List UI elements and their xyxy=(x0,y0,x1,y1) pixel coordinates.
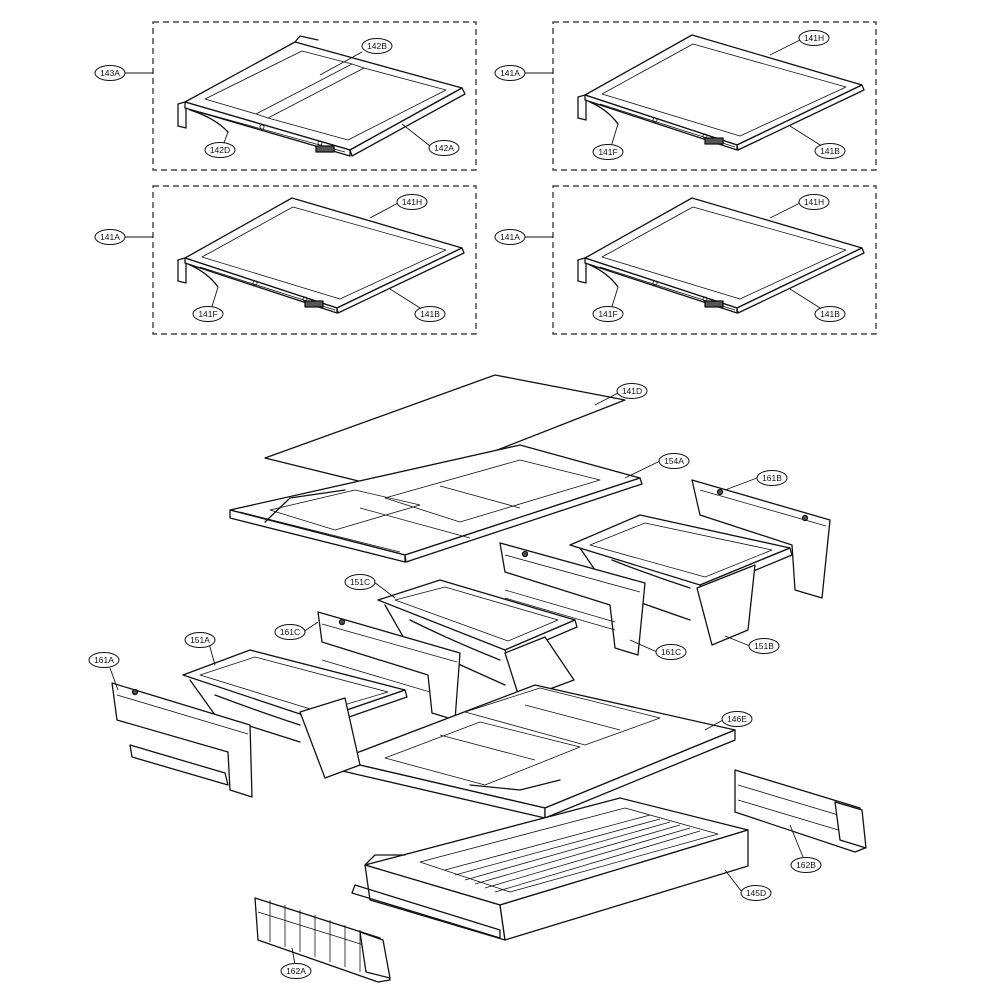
callout-label: 154A xyxy=(664,456,684,466)
assembly-box-141a-top-right xyxy=(552,21,877,171)
callout-142d: 142D xyxy=(204,142,236,158)
callout-162b: 162B xyxy=(790,857,822,873)
callout-label: 141A xyxy=(100,232,120,242)
callout-141h-top-right: 141H xyxy=(798,30,830,46)
callout-141a-middle-right: 141A xyxy=(494,229,526,245)
callout-161c-left: 161C xyxy=(274,624,306,640)
callout-141h-middle-left: 141H xyxy=(396,194,428,210)
assembly-box-141a-middle-left xyxy=(152,185,477,335)
callout-141a-top-right: 141A xyxy=(494,65,526,81)
callout-141b-top-right: 141B xyxy=(814,143,846,159)
rail-162b-drawing xyxy=(734,769,867,853)
callout-label: 142A xyxy=(434,143,454,153)
drawer-151c-drawing xyxy=(377,579,578,701)
shelf-141a-middle-right-drawing xyxy=(577,197,865,314)
rail-162a-drawing xyxy=(254,897,391,983)
glass-panel-141d-drawing xyxy=(264,374,626,491)
callout-label: 161C xyxy=(661,647,681,657)
callout-142b: 142B xyxy=(361,38,393,54)
callout-label: 161C xyxy=(280,627,300,637)
callout-label: 145D xyxy=(746,888,766,898)
callout-141b-middle-left: 141B xyxy=(414,306,446,322)
drawer-145d-drawing xyxy=(351,797,749,941)
callout-label: 151C xyxy=(350,577,370,587)
callout-141a-middle-left: 141A xyxy=(94,229,126,245)
callout-label: 141F xyxy=(598,309,617,319)
shelf-143a-drawing xyxy=(177,35,466,157)
cover-frame-154a-drawing xyxy=(229,444,643,563)
callout-143a: 143A xyxy=(94,65,126,81)
callout-141f-middle-right: 141F xyxy=(592,306,624,322)
callout-label: 162B xyxy=(796,860,816,870)
callout-161a: 161A xyxy=(88,652,120,668)
callout-label: 151A xyxy=(190,635,210,645)
callout-label: 161A xyxy=(94,655,114,665)
callout-161c-right: 161C xyxy=(655,644,687,660)
callout-142a: 142A xyxy=(428,140,460,156)
callout-label: 141F xyxy=(598,147,617,157)
callout-145d: 145D xyxy=(740,885,772,901)
callout-label: 161B xyxy=(762,473,782,483)
shelf-141a-top-right-drawing xyxy=(577,34,865,151)
callout-label: 141B xyxy=(420,309,440,319)
callout-146e: 146E xyxy=(721,711,753,727)
callout-label: 141H xyxy=(804,33,824,43)
shelf-141a-middle-left-drawing xyxy=(177,197,465,314)
assembly-box-143a xyxy=(152,21,477,171)
callout-141f-middle-left: 141F xyxy=(192,306,224,322)
callout-label: 142D xyxy=(210,145,230,155)
callout-label: 142B xyxy=(367,41,387,51)
drawer-151b-drawing xyxy=(569,514,793,646)
callout-141h-middle-right: 141H xyxy=(798,194,830,210)
callout-label: 141B xyxy=(820,309,840,319)
callout-151a: 151A xyxy=(184,632,216,648)
callout-label: 141B xyxy=(820,146,840,156)
shelf-146e-drawing xyxy=(337,684,736,819)
callout-154a: 154A xyxy=(658,453,690,469)
callout-162a: 162A xyxy=(280,963,312,979)
callout-141d: 141D xyxy=(616,383,648,399)
callout-label: 146E xyxy=(727,714,747,724)
callout-label: 141H xyxy=(402,197,422,207)
callout-151c: 151C xyxy=(344,574,376,590)
callout-label: 143A xyxy=(100,68,120,78)
callout-161b: 161B xyxy=(756,470,788,486)
assembly-box-141a-middle-right xyxy=(552,185,877,335)
callout-label: 151B xyxy=(754,641,774,651)
callout-label: 141D xyxy=(622,386,642,396)
callout-label: 141H xyxy=(804,197,824,207)
callout-label: 162A xyxy=(286,966,306,976)
side-panel-161c-right-drawing xyxy=(499,542,646,656)
callout-label: 141F xyxy=(198,309,217,319)
drawer-151a-drawing xyxy=(182,649,408,779)
callout-141b-middle-right: 141B xyxy=(814,306,846,322)
callout-label: 141A xyxy=(500,232,520,242)
callout-151b: 151B xyxy=(748,638,780,654)
callout-label: 141A xyxy=(500,68,520,78)
side-panel-161c-left-drawing xyxy=(317,611,461,721)
callout-141f-top-right: 141F xyxy=(592,144,624,160)
side-panel-161a-drawing xyxy=(111,682,253,798)
side-panel-161b-drawing xyxy=(691,479,831,599)
